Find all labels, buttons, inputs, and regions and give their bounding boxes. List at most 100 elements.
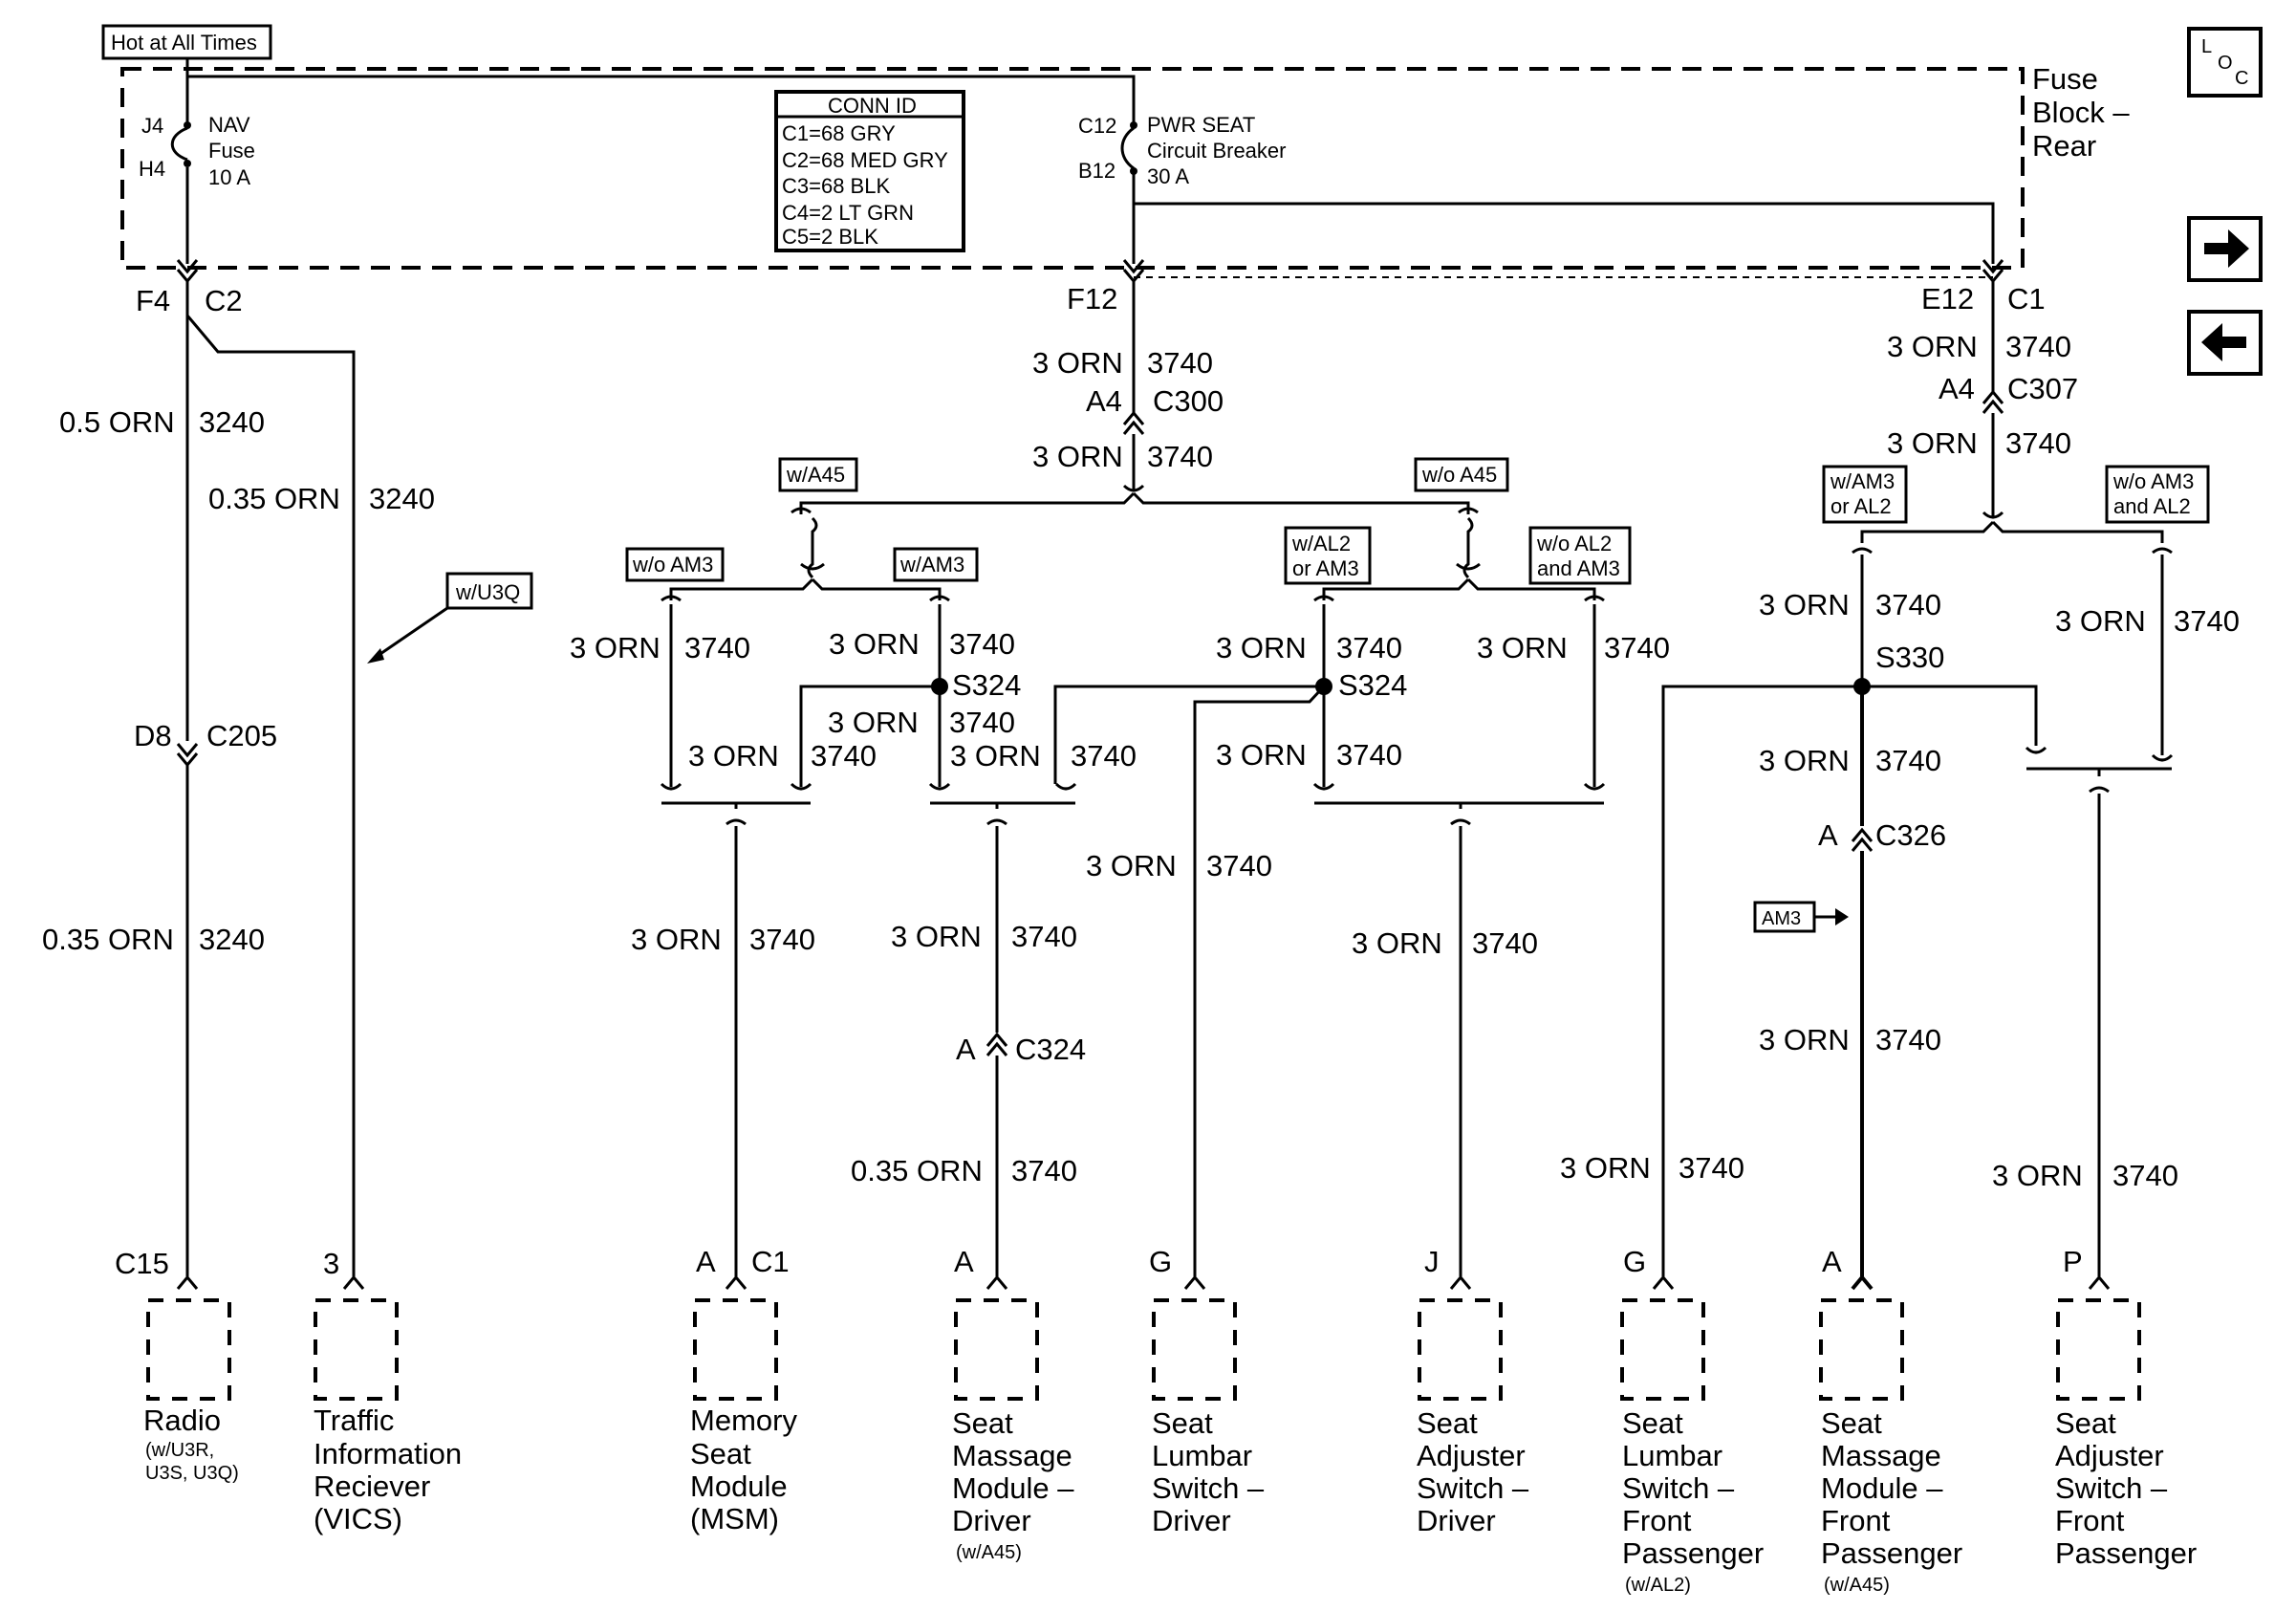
svg-text:L: L [2201,36,2212,57]
slsd-label: Seat Lumbar Switch – Driver [1152,1406,1265,1537]
smp-box [1819,1298,1904,1401]
svg-text:3 ORN: 3 ORN [570,631,661,664]
wo-am3-and-al2-tag: w/o AM3 and AL2 [2105,465,2210,524]
slsp-box [1620,1298,1705,1401]
hot-at-all-times-label: Hot at All Times [101,24,272,60]
svg-text:w/o AL2: w/o AL2 [1536,532,1612,555]
svg-text:3240: 3240 [369,482,435,515]
svg-text:3740: 3740 [949,706,1015,739]
radio-label: Radio (w/U3R, U3S, U3Q) [143,1404,239,1484]
svg-text:Lumbar: Lumbar [1622,1439,1722,1472]
svg-text:Seat: Seat [690,1437,751,1470]
right-arrow-icon[interactable] [2187,216,2263,282]
svg-text:3240: 3240 [199,405,265,439]
svg-text:C300: C300 [1153,384,1224,418]
svg-text:F4: F4 [136,284,170,317]
svg-text:G: G [1149,1245,1172,1278]
msm-label: Memory Seat Module (MSM) [690,1404,797,1535]
svg-text:C205: C205 [206,719,277,752]
wo-a45-tag: w/o A45 [1414,457,1509,492]
svg-text:w/o AM3: w/o AM3 [632,553,713,577]
w-al2-or-am3-tag: w/AL2 or AM3 [1284,526,1372,585]
svg-text:3740: 3740 [1011,920,1077,953]
svg-text:3740: 3740 [2174,604,2240,638]
smd-box [954,1298,1039,1401]
fuse-block-label: Fuse Block – Rear [2032,62,2130,163]
svg-text:(w/A45): (w/A45) [1824,1575,1890,1596]
vics-label: Traffic Information Reciever (VICS) [314,1404,462,1535]
svg-text:Seat: Seat [2055,1406,2116,1440]
svg-text:or AL2: or AL2 [1830,494,1892,518]
svg-text:3740: 3740 [1472,926,1538,960]
svg-text:AM3: AM3 [1762,908,1801,929]
svg-text:3740: 3740 [1875,588,1941,621]
sasp-box [2056,1298,2141,1401]
svg-text:(MSM): (MSM) [690,1502,779,1535]
svg-text:C1: C1 [2007,282,2046,316]
svg-text:3 ORN: 3 ORN [950,739,1041,773]
svg-text:Adjuster: Adjuster [2055,1439,2164,1472]
svg-text:Passenger: Passenger [2055,1536,2197,1570]
smd-label: Seat Massage Module – Driver (w/A45) [952,1406,1074,1563]
svg-text:(w/A45): (w/A45) [956,1542,1022,1563]
svg-text:U3S, U3Q): U3S, U3Q) [145,1463,239,1484]
svg-text:Massage: Massage [1821,1439,1941,1472]
svg-text:NAV: NAV [208,113,250,137]
wo-al2-and-am3-tag: w/o AL2 and AM3 [1528,526,1632,585]
svg-text:C2=68 MED GRY: C2=68 MED GRY [782,148,948,172]
svg-text:3740: 3740 [1071,739,1137,773]
svg-text:Passenger: Passenger [1821,1536,1962,1570]
sasd-box [1418,1298,1503,1401]
svg-text:A4: A4 [1086,384,1122,418]
w-a45-tag: w/A45 [778,457,858,492]
svg-text:Circuit Breaker: Circuit Breaker [1147,139,1286,163]
location-icon[interactable]: L O C [2187,27,2263,98]
svg-text:Hot at All Times: Hot at All Times [111,31,257,54]
svg-text:3 ORN: 3 ORN [1216,738,1307,772]
svg-text:Driver: Driver [1152,1504,1231,1537]
svg-text:J: J [1424,1245,1440,1278]
svg-text:3740: 3740 [2112,1159,2178,1192]
svg-text:P: P [2063,1245,2083,1278]
svg-text:3740: 3740 [1147,346,1213,380]
svg-text:Traffic: Traffic [314,1404,394,1437]
am3-callout: AM3 [1753,901,1849,933]
svg-text:3740: 3740 [684,631,750,664]
svg-text:w/o A45: w/o A45 [1421,463,1497,487]
svg-text:A4: A4 [1939,372,1975,405]
svg-text:Seat: Seat [952,1406,1013,1440]
svg-text:3 ORN: 3 ORN [1759,1023,1850,1056]
svg-text:C1=68 GRY: C1=68 GRY [782,121,896,145]
svg-text:A: A [1822,1245,1842,1278]
svg-text:Front: Front [1821,1504,1891,1537]
left-arrow-icon[interactable] [2187,310,2263,376]
svg-text:or AM3: or AM3 [1292,556,1359,580]
svg-text:S324: S324 [1338,668,1407,702]
radio-box [146,1298,231,1401]
svg-text:3740: 3740 [1604,631,1670,664]
svg-text:3740: 3740 [1875,1023,1941,1056]
svg-text:Memory: Memory [690,1404,797,1437]
svg-text:Rear: Rear [2032,129,2096,163]
svg-text:CONN ID: CONN ID [828,94,917,118]
svg-text:10 A: 10 A [208,165,250,189]
svg-text:3 ORN: 3 ORN [1992,1159,2083,1192]
svg-text:S324: S324 [952,668,1021,702]
svg-text:Module: Module [690,1469,788,1503]
nav-fuse: J4 H4 NAV Fuse 10 A [139,76,255,264]
svg-text:Reciever: Reciever [314,1469,430,1503]
svg-text:(VICS): (VICS) [314,1502,402,1535]
sasp-label: Seat Adjuster Switch – Front Passenger [2055,1406,2197,1570]
svg-text:Driver: Driver [1417,1504,1496,1537]
svg-text:F12: F12 [1067,282,1117,316]
svg-text:3 ORN: 3 ORN [1759,744,1850,777]
svg-text:Switch –: Switch – [2055,1471,2168,1505]
svg-text:3740: 3740 [2005,426,2071,460]
svg-text:30 A: 30 A [1147,164,1189,188]
svg-text:J4: J4 [141,114,163,138]
svg-text:Lumbar: Lumbar [1152,1439,1252,1472]
svg-text:A: A [696,1245,716,1278]
svg-text:C3=68 BLK: C3=68 BLK [782,174,890,198]
svg-text:3 ORN: 3 ORN [1032,346,1123,380]
svg-text:3 ORN: 3 ORN [2055,604,2146,638]
